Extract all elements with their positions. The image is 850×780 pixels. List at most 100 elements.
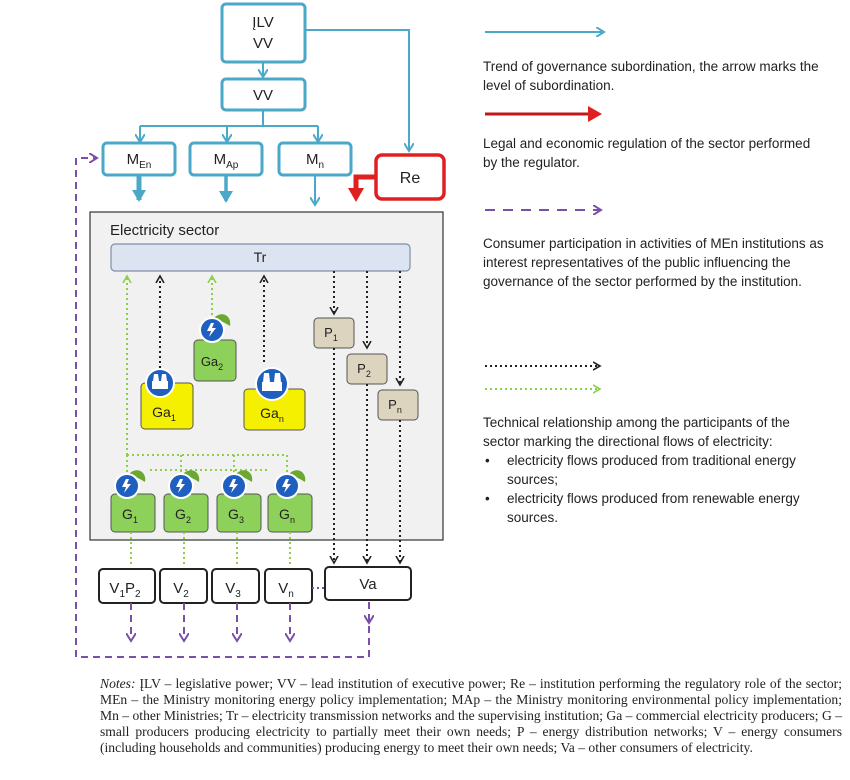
node-g3-sub: 3 bbox=[239, 515, 244, 525]
node-v1p2-b: P bbox=[125, 580, 135, 597]
node-map-base: M bbox=[214, 151, 227, 168]
arrow-re-sector bbox=[348, 174, 376, 202]
svg-text:G1: G1 bbox=[122, 506, 138, 525]
node-p1-sub: 1 bbox=[333, 333, 338, 343]
arrow-jlv-re bbox=[305, 29, 409, 150]
legend-participation-text: Consumer participation in activities of … bbox=[483, 236, 824, 289]
electricity-sector-label: Electricity sector bbox=[110, 222, 219, 239]
notes-text: ĮLV – legislative power; VV – lead insti… bbox=[100, 676, 842, 755]
node-mn-sub: n bbox=[318, 160, 324, 171]
node-vn-sub: n bbox=[288, 589, 294, 600]
legend-regulation-text: Legal and economic regulation of the sec… bbox=[483, 136, 811, 170]
node-gn-sub: n bbox=[290, 515, 295, 525]
node-pn-base: P bbox=[388, 397, 397, 412]
node-va-label: Va bbox=[359, 576, 377, 593]
svg-text:P1: P1 bbox=[324, 325, 338, 343]
node-tr: Tr bbox=[110, 243, 411, 272]
svg-text:MAp: MAp bbox=[214, 151, 239, 171]
node-v3: V3 bbox=[211, 568, 260, 604]
node-men-base: M bbox=[127, 151, 140, 168]
node-pn-sub: n bbox=[397, 405, 402, 415]
node-vv-label: VV bbox=[253, 87, 273, 104]
node-g2: G2 bbox=[163, 493, 209, 533]
node-g1-sub: 1 bbox=[133, 515, 138, 525]
node-v2-sub: 2 bbox=[183, 589, 189, 600]
node-v2: V2 bbox=[159, 568, 208, 604]
lightning-leaf-icon-g1 bbox=[114, 470, 146, 499]
svg-text:Mn: Mn bbox=[306, 151, 324, 171]
node-vv: VV bbox=[220, 77, 307, 112]
node-g2-sub: 2 bbox=[186, 515, 191, 525]
node-jlv: ĮLV VV bbox=[220, 2, 307, 64]
node-va: Va bbox=[324, 566, 412, 601]
svg-text:V3: V3 bbox=[225, 580, 241, 600]
svg-text:Gn: Gn bbox=[279, 506, 295, 525]
node-p1-base: P bbox=[324, 325, 333, 340]
lightning-leaf-icon-g2 bbox=[168, 470, 200, 499]
node-jlv-line1: ĮLV bbox=[252, 14, 273, 31]
node-p2-sub: 2 bbox=[366, 369, 371, 379]
node-ga2: Ga2 bbox=[193, 339, 237, 382]
legend-technical: Technical relationship among the partici… bbox=[483, 413, 828, 527]
power-plant-icon-ga1 bbox=[145, 368, 175, 398]
svg-text:G3: G3 bbox=[228, 506, 244, 525]
traditional-flows-up bbox=[160, 276, 264, 368]
node-v1p2: V1P2 bbox=[98, 568, 156, 604]
node-v1p2-a-sub: 1 bbox=[119, 589, 125, 600]
svg-text:Pn: Pn bbox=[388, 397, 402, 415]
node-v1p2-a: V bbox=[109, 580, 119, 597]
svg-text:G2: G2 bbox=[175, 506, 191, 525]
svg-text:Ga1: Ga1 bbox=[152, 404, 176, 423]
node-g2-base: G bbox=[175, 506, 186, 522]
renewable-flows-up bbox=[127, 276, 212, 455]
svg-text:Ga2: Ga2 bbox=[201, 354, 223, 372]
node-v1p2-b-sub: 2 bbox=[135, 589, 141, 600]
power-plant-icon-gan bbox=[255, 367, 289, 401]
node-g1-base: G bbox=[122, 506, 133, 522]
legend-technical-item: electricity flows produced from traditio… bbox=[485, 451, 828, 489]
node-v3-sub: 3 bbox=[235, 589, 241, 600]
notes: Notes: ĮLV – legislative power; VV – lea… bbox=[100, 676, 842, 756]
notes-label: Notes: bbox=[100, 676, 136, 691]
node-g1: G1 bbox=[110, 493, 156, 533]
node-v3-base: V bbox=[225, 580, 235, 597]
legend-technical-item: electricity flows produced from renewabl… bbox=[485, 489, 828, 527]
legend-technical-intro: Technical relationship among the partici… bbox=[483, 415, 790, 449]
node-p1: P1 bbox=[313, 317, 355, 349]
node-ga2-sub: 2 bbox=[218, 362, 223, 372]
node-p2-base: P bbox=[357, 361, 366, 376]
node-pn: Pn bbox=[377, 389, 419, 421]
node-gn: Gn bbox=[267, 493, 313, 533]
node-re-label: Re bbox=[400, 170, 421, 187]
node-re: Re bbox=[374, 153, 446, 201]
node-mn-base: M bbox=[306, 151, 319, 168]
node-gn-base: G bbox=[279, 506, 290, 522]
svg-text:Vn: Vn bbox=[278, 580, 294, 600]
node-ga1-sub: 1 bbox=[171, 413, 176, 423]
node-ga2-base: Ga bbox=[201, 354, 219, 369]
node-jlv-line2: VV bbox=[253, 35, 273, 52]
node-mn: Mn bbox=[277, 141, 353, 177]
svg-text:Gan: Gan bbox=[260, 405, 284, 424]
node-vn: Vn bbox=[264, 568, 313, 604]
svg-text:MEn: MEn bbox=[127, 151, 152, 171]
legend-governance-text: Trend of governance subordination, the a… bbox=[483, 59, 819, 93]
node-g3-base: G bbox=[228, 506, 239, 522]
arrows-vv-ministries bbox=[140, 110, 318, 141]
lightning-leaf-icon-g3 bbox=[221, 470, 253, 499]
node-gan-base: Ga bbox=[260, 405, 279, 421]
distribution-to-va-flows bbox=[334, 348, 400, 563]
node-men-sub: En bbox=[139, 160, 151, 171]
tr-to-distribution-flows bbox=[334, 271, 400, 385]
node-v2-base: V bbox=[173, 580, 183, 597]
node-ga1-base: Ga bbox=[152, 404, 171, 420]
legend-technical-list: electricity flows produced from traditio… bbox=[483, 451, 828, 527]
node-tr-label: Tr bbox=[254, 249, 267, 265]
svg-text:V1P2: V1P2 bbox=[109, 580, 141, 600]
node-gan-sub: n bbox=[279, 414, 284, 424]
participation-loop bbox=[75, 158, 369, 658]
svg-text:P2: P2 bbox=[357, 361, 371, 379]
lightning-leaf-icon-ga2 bbox=[199, 314, 231, 343]
node-men: MEn bbox=[101, 141, 177, 177]
node-g3: G3 bbox=[216, 493, 262, 533]
